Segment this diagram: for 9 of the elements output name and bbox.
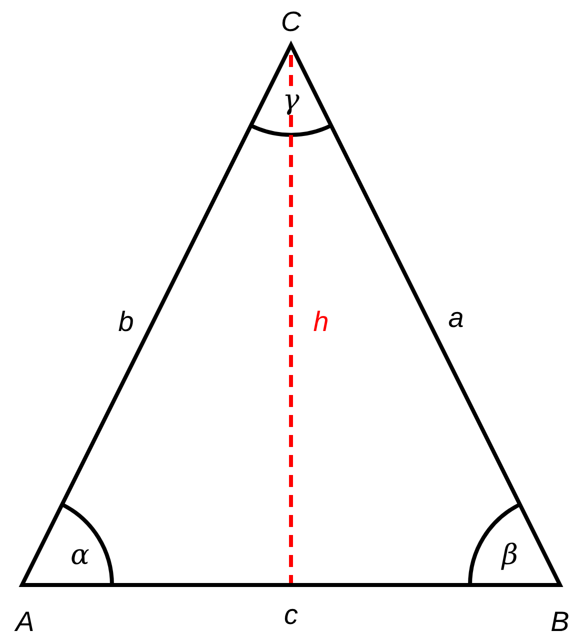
height-label: h (313, 308, 329, 336)
vertex-label: C (280, 8, 302, 36)
vertex-label: A (16, 608, 34, 636)
side-label: c (284, 601, 298, 629)
vertex-label: B (550, 608, 570, 636)
angle-label: β (502, 541, 518, 569)
side-label: b (118, 308, 134, 336)
angle-label: α (70, 541, 90, 569)
side-label: a (448, 304, 464, 332)
